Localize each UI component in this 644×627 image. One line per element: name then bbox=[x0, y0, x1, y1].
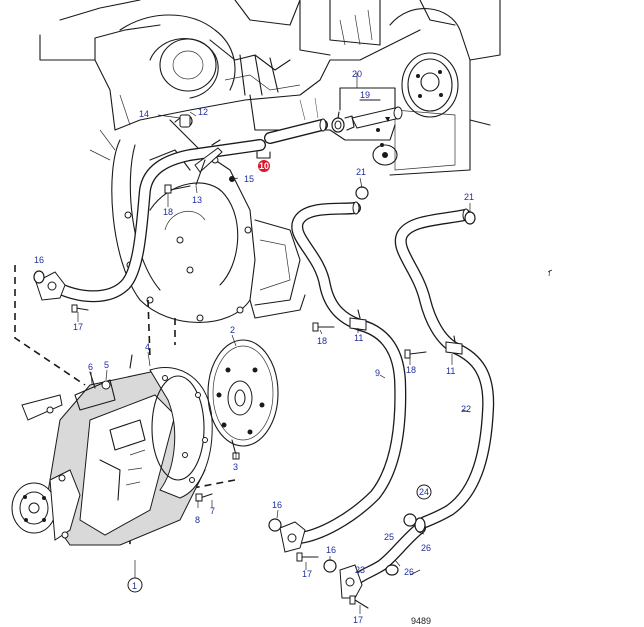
callout-5: 5 bbox=[104, 360, 109, 370]
callout-17-right: 17 bbox=[353, 615, 363, 625]
callout-9: 9 bbox=[375, 368, 380, 378]
callout-11-right: 11 bbox=[446, 366, 455, 376]
callout-15: 15 bbox=[244, 174, 254, 184]
callout-19: 19 bbox=[360, 90, 370, 100]
callout-23: 23 bbox=[355, 565, 365, 575]
thermostat-fitting bbox=[331, 87, 403, 133]
callout-26-lower: 26 bbox=[404, 567, 414, 577]
callout-8: 8 bbox=[195, 515, 200, 525]
callout-11-left: 11 bbox=[354, 333, 363, 343]
upper-coolant-pipe bbox=[35, 118, 328, 303]
callout-21-right: 21 bbox=[464, 192, 474, 202]
callout-17-left: 17 bbox=[73, 322, 83, 332]
callout-24: 24 bbox=[419, 487, 429, 497]
callout-18-right: 18 bbox=[406, 365, 416, 375]
callout-18-top: 18 bbox=[163, 207, 173, 217]
callout-3: 3 bbox=[233, 462, 238, 472]
callout-18-middle: 18 bbox=[317, 336, 327, 346]
callout-26-upper: 26 bbox=[421, 543, 431, 553]
stray-mark bbox=[547, 269, 553, 277]
callout-6: 6 bbox=[88, 362, 93, 372]
callout-16-right: 16 bbox=[326, 545, 336, 555]
callout-circle-1 bbox=[127, 577, 143, 593]
hose-segment-10-highlight bbox=[256, 151, 271, 172]
callout-25: 25 bbox=[384, 532, 394, 542]
reverse-gearbox bbox=[11, 354, 213, 546]
callout-21-left: 21 bbox=[356, 167, 366, 177]
leader-lines bbox=[77, 73, 471, 614]
callout-22: 22 bbox=[461, 404, 471, 414]
callout-16-middle: 16 bbox=[272, 500, 282, 510]
drive-plate bbox=[195, 339, 279, 502]
callout-2: 2 bbox=[230, 325, 235, 335]
bolts bbox=[71, 114, 427, 609]
callout-7: 7 bbox=[210, 506, 215, 516]
diagram-number: 9489 bbox=[411, 616, 431, 626]
callout-20: 20 bbox=[352, 69, 362, 79]
callout-4: 4 bbox=[145, 342, 150, 352]
callout-10: 10 bbox=[259, 161, 269, 171]
engine-block-outline bbox=[39, 0, 501, 176]
callout-circle-24 bbox=[416, 484, 432, 500]
callout-16-left: 16 bbox=[34, 255, 44, 265]
callout-17-middle: 17 bbox=[302, 569, 312, 579]
callout-14: 14 bbox=[139, 109, 149, 119]
callout-13: 13 bbox=[192, 195, 202, 205]
coolant-hose-9 bbox=[279, 201, 407, 553]
callout-12: 12 bbox=[198, 107, 208, 117]
callout-1: 1 bbox=[132, 581, 137, 591]
coolant-hose-25 bbox=[339, 513, 426, 599]
callout-labels: 1 2 3 4 5 6 7 8 9 10 11 11 12 13 14 15 1… bbox=[34, 69, 474, 626]
